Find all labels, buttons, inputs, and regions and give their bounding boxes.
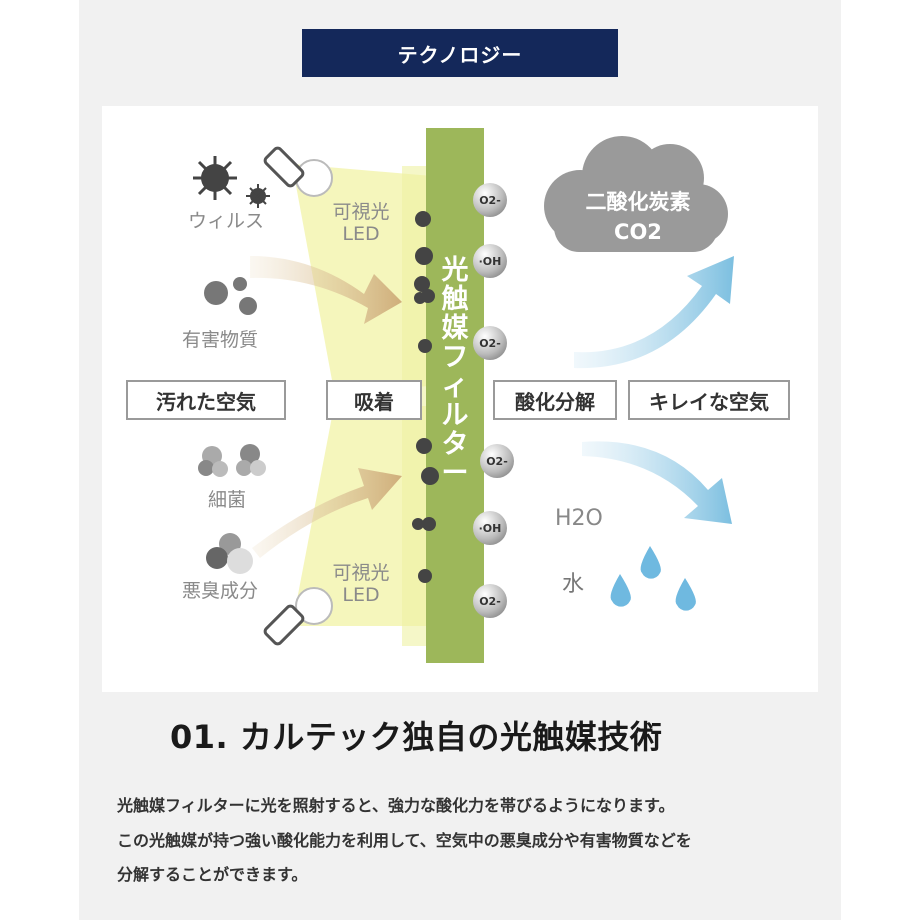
photocatalyst-filter-bar — [426, 128, 484, 663]
harmful-substance-label: 有害物質 — [182, 329, 259, 351]
filter-title-char: 触 — [441, 284, 469, 315]
water-formula: H2O — [555, 506, 603, 531]
water-drop-icon — [610, 546, 696, 611]
odor-component-label: 悪臭成分 — [182, 580, 259, 602]
cloud-label-line1: 二酸化炭素 — [585, 190, 691, 214]
adsorbed-particles — [412, 211, 439, 583]
cloud-label-line2: CO2 — [614, 220, 662, 244]
led-lamp-icon-bottom — [263, 587, 333, 646]
diagram-graphics — [193, 128, 734, 663]
light-beam-bottom — [292, 406, 432, 626]
bacteria-icon — [198, 444, 266, 477]
led-lamp-icon-top — [263, 146, 333, 197]
bacteria-label: 細菌 — [208, 489, 247, 511]
filter-title-char: ー — [441, 458, 469, 489]
description-line-1: 光触媒フィルターに光を照射すると、強力な酸化力を帯びるようになります。 — [117, 796, 675, 815]
radical-ball-3: O2- — [473, 326, 507, 360]
dirty-air-label: 汚れた空気 — [126, 380, 286, 420]
virus-icon — [193, 156, 270, 208]
cloud-icon — [544, 136, 728, 252]
cloud-label: 二酸化炭素 CO2 — [558, 186, 718, 244]
adsorption-label: 吸着 — [326, 380, 422, 420]
radical-ball-4: O2- — [480, 444, 514, 478]
filter-title-char: 媒 — [441, 313, 469, 344]
led-label-line: 可視光 — [332, 201, 390, 223]
led-label-line: LED — [342, 584, 380, 606]
filter-title-char: タ — [441, 429, 469, 460]
filter-title-char: フ — [441, 342, 469, 373]
led-label-line: LED — [342, 223, 380, 245]
filter-title: 光 触 媒 フ ィ ル タ ー — [436, 256, 474, 488]
led-label-bottom: 可視光 LED — [324, 564, 398, 605]
led-label-line: 可視光 — [332, 562, 390, 584]
clean-air-label: キレイな空気 — [628, 380, 790, 420]
filter-title-char: ル — [441, 400, 469, 431]
filter-title-char: 光 — [441, 255, 469, 286]
radical-ball-6: O2- — [473, 584, 507, 618]
filter-title-char: ィ — [441, 371, 469, 402]
description-line-3: 分解することができます。 — [117, 865, 308, 884]
photocatalyst-diagram: O2- ·OH O2- O2- ·OH O2- 光 触 媒 フ ィ ル タ ー … — [102, 106, 818, 692]
oxidation-label: 酸化分解 — [493, 380, 617, 420]
odor-particle-icon — [206, 533, 253, 574]
radical-ball-5: ·OH — [473, 511, 507, 545]
led-label-top: 可視光 LED — [324, 203, 398, 244]
water-label: 水 — [562, 572, 585, 597]
section-heading: 01. カルテック独自の光触媒技術 — [170, 718, 663, 756]
blue-arrow-down — [582, 441, 732, 524]
blue-arrow-up — [574, 256, 734, 369]
description-line-2: この光触媒が持つ強い酸化能力を利用して、空気中の悪臭成分や有害物質などを — [117, 831, 692, 850]
tan-arrow-bottom — [252, 468, 402, 558]
virus-label: ウィルス — [188, 210, 265, 232]
tan-arrow-top — [250, 256, 402, 324]
particle-icon — [204, 277, 257, 315]
section-badge: テクノロジー — [302, 29, 618, 77]
light-beam-top — [292, 164, 432, 391]
radical-ball-2: ·OH — [473, 244, 507, 278]
radical-ball-1: O2- — [473, 183, 507, 217]
